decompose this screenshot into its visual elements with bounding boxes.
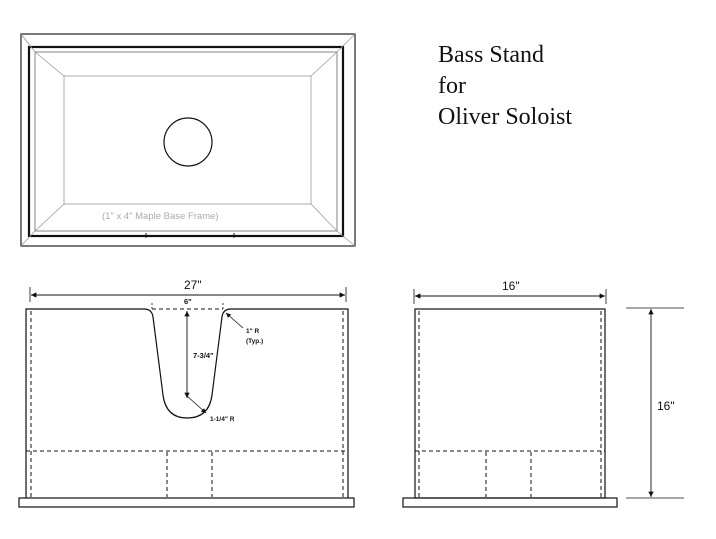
- title-line-2: for: [438, 73, 466, 99]
- side-body-outline: [414, 308, 606, 499]
- frame-label: (1" x 4" Maple Base Frame): [102, 211, 219, 222]
- top-view-frame-outer: [27, 45, 345, 238]
- top-view-frame-inner: [34, 51, 338, 232]
- corner-radius-leader: [225, 312, 244, 329]
- bottom-radius-leader: [186, 395, 207, 414]
- title-line-1: Bass Stand: [438, 42, 545, 68]
- top-view-neck-hole: [163, 117, 213, 167]
- slot-width-label: 6": [184, 297, 192, 306]
- slot-depth-label: 7-3/4": [193, 351, 214, 360]
- side-width-label: 16": [502, 279, 520, 293]
- side-hidden-lines: [415, 311, 605, 497]
- front-view: 27" 6" 7-3/4" 1" R (Typ.) 1-1/4" R: [18, 278, 355, 508]
- side-view: 16" 16": [402, 279, 684, 508]
- side-height-label: 16": [657, 399, 675, 413]
- corner-radius-note-2: (Typ.): [246, 338, 263, 345]
- front-hidden-lines: [26, 311, 348, 497]
- front-width-label: 27": [184, 278, 202, 292]
- title-line-3: Oliver Soloist: [438, 104, 573, 130]
- corner-radius-note-1: 1" R: [246, 328, 260, 335]
- top-view-miter-lines: [20, 33, 356, 247]
- drawing-title: Bass Stand for Oliver Soloist: [438, 40, 572, 133]
- front-body-outline: [25, 308, 349, 498]
- top-view-top-panel: [63, 75, 312, 205]
- bottom-radius-label: 1-1/4" R: [210, 416, 235, 423]
- top-view-outer-edge: [20, 33, 356, 247]
- top-view: (1" x 4" Maple Base Frame): [20, 33, 356, 247]
- side-base-plate: [402, 497, 618, 508]
- front-base-plate: [18, 497, 355, 508]
